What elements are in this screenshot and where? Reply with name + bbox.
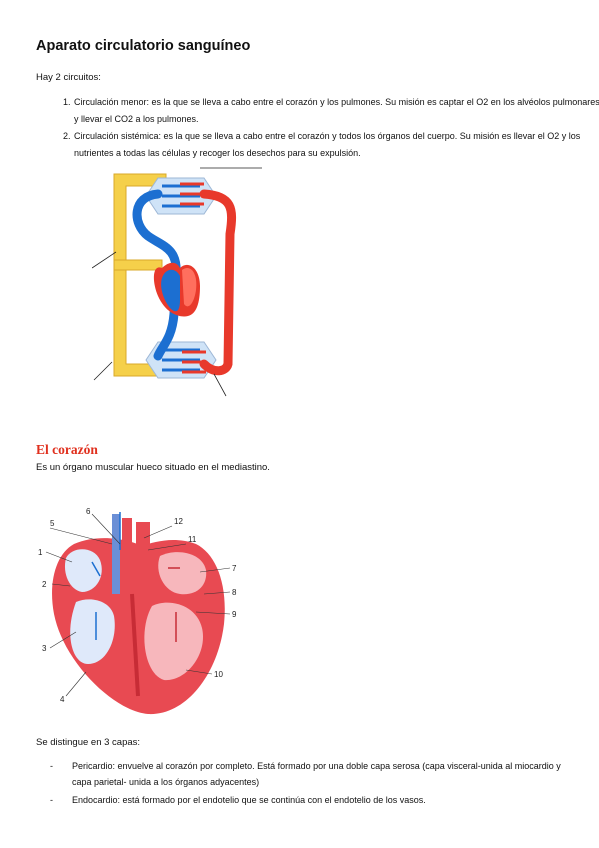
list-item: Circulación sistémica: es la que se llev… [73, 128, 599, 162]
left-ventricle [144, 602, 204, 681]
circuits-intro: Hay 2 circuitos: [36, 72, 101, 83]
label-9: 9 [232, 610, 237, 619]
circulation-diagram [92, 167, 262, 397]
left-atrium [158, 552, 207, 595]
label-10: 10 [214, 670, 223, 679]
page-title: Aparato circulatorio sanguíneo [36, 38, 251, 54]
label-8: 8 [232, 588, 237, 597]
list-item: - Pericardio: envuelve al corazón por co… [36, 758, 564, 790]
circuits-list: Circulación menor: es la que se lleva a … [36, 94, 599, 162]
label-5: 5 [50, 519, 55, 528]
pulmonary-vessel [136, 522, 150, 552]
label-7: 7 [232, 564, 237, 573]
list-item: Circulación menor: es la que se lleva a … [73, 94, 599, 128]
layer-text: Endocardio: está formado por el endoteli… [72, 795, 426, 805]
heart-description: Es un órgano muscular hueco situado en e… [36, 462, 270, 473]
layers-intro: Se distingue en 3 capas: [36, 737, 141, 748]
vena-cava [112, 514, 120, 594]
right-ventricle [70, 599, 115, 664]
vein-path [132, 189, 181, 361]
bullet-dash: - [50, 795, 53, 805]
right-atrium [64, 549, 102, 592]
leader-lines [45, 513, 231, 697]
pointer-lines [92, 167, 262, 397]
label-4: 4 [60, 695, 65, 704]
label-3: 3 [42, 644, 47, 653]
bullet-dash: - [50, 761, 53, 771]
label-2: 2 [42, 580, 47, 589]
label-6: 6 [86, 507, 91, 516]
heart-anatomy-diagram: 1 2 3 4 5 6 12 11 7 8 9 10 [38, 507, 237, 715]
aorta [122, 518, 132, 554]
artery-path [199, 189, 237, 376]
label-1: 1 [38, 548, 43, 557]
heart-shape [153, 262, 200, 317]
list-item: - Endocardio: está formado por el endote… [36, 792, 564, 808]
layers-list: - Pericardio: envuelve al corazón por co… [36, 758, 564, 810]
label-12: 12 [174, 517, 183, 526]
septum [130, 593, 140, 697]
label-11: 11 [188, 535, 197, 544]
lymph-connector [113, 259, 163, 271]
layer-text: Pericardio: envuelve al corazón por comp… [72, 761, 561, 787]
heart-heading: El corazón [36, 442, 98, 457]
